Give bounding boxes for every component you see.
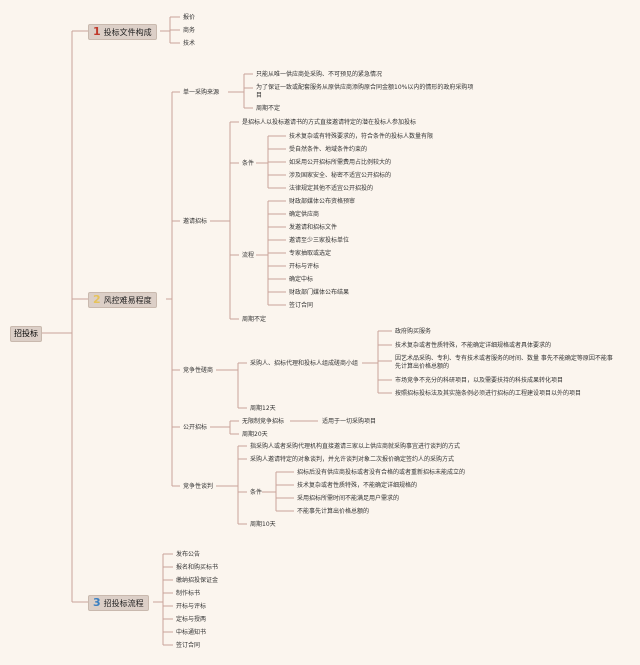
invite-cond: 涉及国家安全、秘密不适宜公开招标的 <box>289 172 392 179</box>
talk-cond: 技术复杂或者性质特殊，不能确定详细规格的 <box>297 482 418 489</box>
b3-item: 开标与评标 <box>176 603 207 610</box>
invite-cycle: 周期不定 <box>242 316 267 323</box>
negotiation-item: 政府购买服务 <box>395 328 432 335</box>
invite-proc: 财政部门媒体公布结果 <box>289 289 350 296</box>
invite-proc: 开标与评标 <box>289 263 320 270</box>
negotiation-label: 竞争性磋商 <box>183 367 214 374</box>
invite-cond: 法律规定其他不适宜公开招投的 <box>289 185 374 192</box>
b3-item: 缴纳招投保证金 <box>176 577 219 584</box>
open-cycle: 周期20天 <box>242 431 268 438</box>
negotiation-item: 因艺术品采购、专利、专有技术或者服务的时间、数量 事先不能确定等原因不能事先计算… <box>395 355 613 370</box>
invite-desc: 是招标人以投标邀请书的方式直接邀请特定的潜在投标人参加投标 <box>242 119 417 126</box>
branch-2-number: 2 <box>93 293 101 306</box>
b1-item: 商务 <box>183 27 196 34</box>
single-item: 只能从唯一供应商处采购、不可预见的紧急情况 <box>256 71 383 78</box>
branch-3-number: 3 <box>93 596 101 609</box>
talk-item: 采购人邀请特定的对象谈判，并允许谈判对象二次报价确定签约人的采购方式 <box>250 456 455 463</box>
invite-cond-label: 条件 <box>242 160 255 167</box>
b3-item: 中标通知书 <box>176 629 207 636</box>
invite-proc: 确定中标 <box>289 276 314 283</box>
invite-cond: 如采用公开招标所需费用占比例较大的 <box>289 159 392 166</box>
invite-proc: 邀请至少三家投标单位 <box>289 237 350 244</box>
talk-cond: 招标后没有供应商投标或者没有合格的或者重新招标未能成立的 <box>297 469 466 476</box>
b3-item: 报名和购买标书 <box>176 564 219 571</box>
invite-label: 邀请招标 <box>183 218 208 225</box>
invite-cond: 受自然条件、地域条件约束的 <box>289 146 368 153</box>
invite-proc: 确定供应商 <box>289 211 320 218</box>
branch-2-label: 风控难易程度 <box>103 296 152 305</box>
invite-proc: 签订合同 <box>289 302 314 309</box>
single-source-label: 单一采购来源 <box>183 89 220 96</box>
single-item: 周期不定 <box>256 105 281 112</box>
single-item: 为了保证一致或配套服务从原供应商添购原合同金额10%以内的情形的政府采购项目 <box>256 84 474 99</box>
negotiation-item: 市场竞争不充分的科研项目，以及需要扶持的科技成果转化项目 <box>395 377 564 384</box>
invite-proc: 发邀请和招标文件 <box>289 224 338 231</box>
talk-cond: 采用招标所需时间不能满足用户需求的 <box>297 495 400 502</box>
negotiation-desc: 采购人、招标代理和投标人组成磋商小组 <box>250 360 359 367</box>
branch-3-label: 招投标流程 <box>103 599 144 608</box>
b1-item: 报价 <box>183 14 196 21</box>
negotiation-item: 按照招标投标法及其实施条例必须进行招标的工程建设项目以外的项目 <box>395 390 582 397</box>
open-label: 公开招标 <box>183 424 208 431</box>
invite-cond: 技术复杂或有特殊要求的，符合条件的投标人数量有限 <box>289 133 434 140</box>
talk-cond-label: 条件 <box>250 489 263 496</box>
invite-proc-label: 流程 <box>242 252 255 259</box>
talk-label: 竞争性谈判 <box>183 483 214 490</box>
b3-item: 制作标书 <box>176 590 201 597</box>
talk-cycle: 周期10天 <box>250 521 276 528</box>
branch-1-label: 投标文件构成 <box>103 28 152 37</box>
negotiation-item: 技术复杂或者性质特殊，不能确定详细规格或者具体要求的 <box>395 342 552 349</box>
open-sub-note: 适用于一切采购项目 <box>322 418 377 425</box>
invite-proc: 专家抽取或选定 <box>289 250 332 257</box>
negotiation-cycle: 周期12天 <box>250 405 276 412</box>
open-sub: 无限制竞争招标 <box>242 418 285 425</box>
b3-item: 定标与授两 <box>176 616 207 623</box>
b1-item: 技术 <box>183 40 196 47</box>
b3-item: 发布公告 <box>176 551 201 558</box>
root-node: 招投标 <box>10 326 42 342</box>
talk-item: 指采购人或者采购代理机构直接邀请三家以上供应商就采购事宜进行谈判的方式 <box>250 443 461 450</box>
invite-proc: 财政部媒体公布资格预审 <box>289 198 356 205</box>
branch-1-number: 1 <box>93 25 101 38</box>
talk-cond: 不能事先计算出价格总额的 <box>297 508 370 515</box>
b3-item: 签订合同 <box>176 642 201 649</box>
